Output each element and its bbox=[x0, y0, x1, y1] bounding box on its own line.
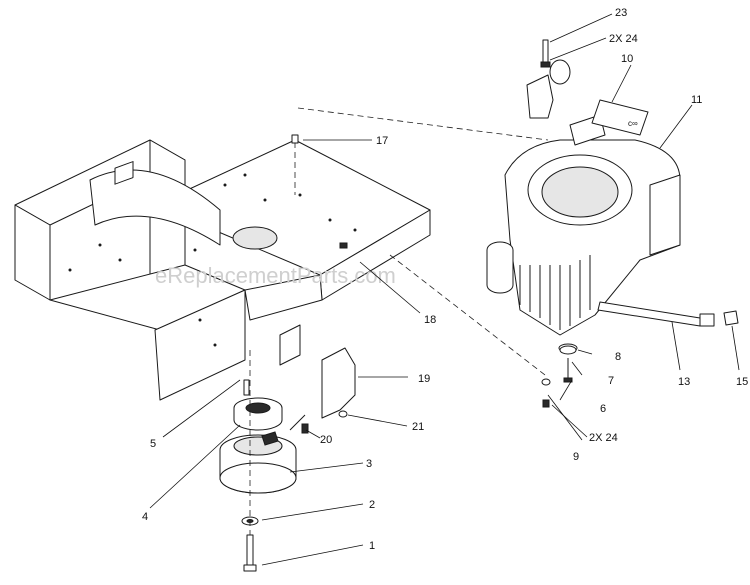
assembly-guides bbox=[297, 107, 549, 376]
callout-7: 7 bbox=[608, 375, 614, 387]
callout-13: 13 bbox=[678, 376, 690, 388]
callout-6: 6 bbox=[600, 403, 606, 415]
callout-qty-24-top: 2X 24 bbox=[609, 33, 638, 45]
svg-text:c∞: c∞ bbox=[628, 119, 638, 128]
callout-10: 10 bbox=[621, 53, 633, 65]
callout-9: 9 bbox=[573, 451, 579, 463]
frame-chassis bbox=[14, 134, 431, 401]
callout-20: 20 bbox=[320, 434, 332, 446]
callout-23: 23 bbox=[615, 7, 627, 19]
callout-17: 17 bbox=[376, 135, 388, 147]
callout-11: 11 bbox=[691, 94, 702, 106]
callout-2: 2 bbox=[369, 499, 375, 511]
clutch-assembly bbox=[219, 350, 309, 572]
callout-qty-24-bottom: 2X 24 bbox=[589, 432, 618, 444]
decal: c∞ bbox=[591, 99, 649, 136]
callouts: 1 2 3 4 5 6 7 8 9 10 11 13 15 17 18 19 2… bbox=[142, 7, 748, 552]
engine-hardware bbox=[541, 345, 577, 408]
callout-5: 5 bbox=[150, 438, 156, 450]
clutch-bracket bbox=[321, 347, 356, 419]
watermark: eReplacementParts.com bbox=[155, 263, 396, 288]
callout-15: 15 bbox=[736, 376, 748, 388]
callout-18: 18 bbox=[424, 314, 436, 326]
callout-3: 3 bbox=[366, 458, 372, 470]
callout-8: 8 bbox=[615, 351, 621, 363]
callout-4: 4 bbox=[142, 511, 148, 523]
oil-drain-tube bbox=[597, 301, 739, 327]
engine bbox=[486, 114, 681, 353]
callout-19: 19 bbox=[418, 373, 430, 385]
engine-mount-bracket bbox=[526, 39, 571, 119]
callout-21: 21 bbox=[412, 421, 424, 433]
leader-lines bbox=[149, 13, 740, 566]
callout-1: 1 bbox=[369, 540, 375, 552]
